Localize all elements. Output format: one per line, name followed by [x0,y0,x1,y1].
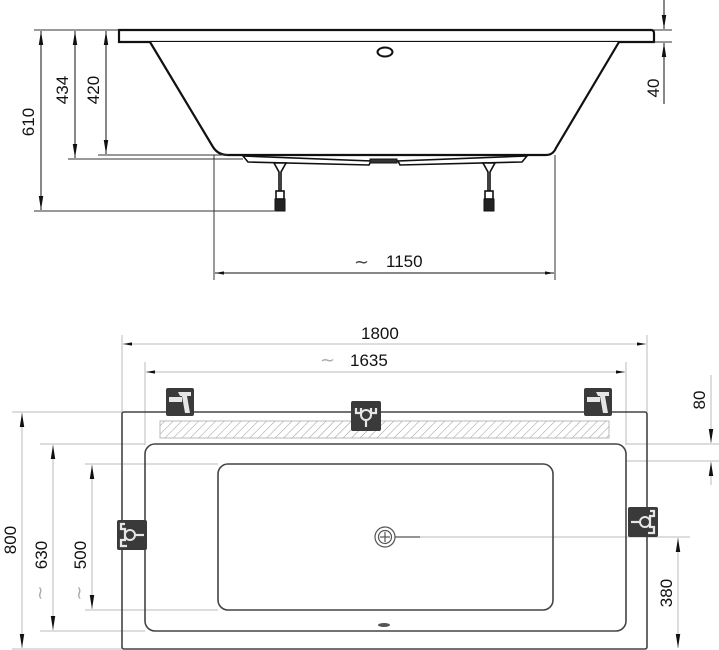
dim-420-label: 420 [84,76,103,104]
right-leg-icon [481,162,497,212]
dim-800-label: 800 [1,526,20,554]
left-leg-icon [272,162,288,212]
tub-rim [117,28,656,44]
tub-body [149,41,620,157]
approx-icon: ~ [354,252,369,273]
dim-500-label: 500 [71,541,90,569]
dim-1150-label: 1150 [386,252,423,271]
hatched-panel [159,420,610,439]
dim-80-label: 80 [690,391,709,410]
dim-610-label: 610 [19,108,38,136]
valve-icon [351,401,381,431]
side-view: 610 434 420 40 ~ 1150 [19,0,672,280]
dim-380-label: 380 [657,579,676,607]
dim-1635-label: 1635 [350,351,388,370]
overflow-slot-icon [378,623,390,627]
faucet-icon [166,388,194,416]
top-view: 1800 ~ 1635 800 630 ~ 500 ~ 80 380 [1,324,719,650]
dim-630-label: 630 [32,541,51,569]
valve-icon [117,520,147,550]
valve-icon [628,507,658,537]
approx-icon: ~ [320,350,335,371]
dim-434-label: 434 [53,76,72,104]
drain-icon [374,526,420,548]
basin [217,463,554,611]
overflow-hole-icon [376,46,394,58]
dim-1800-label: 1800 [361,324,399,343]
dim-40-label: 40 [644,79,663,98]
support-frame [241,155,529,166]
approx-icon: ~ [69,585,90,600]
approx-icon: ~ [30,585,51,600]
faucet-icon [584,388,612,416]
